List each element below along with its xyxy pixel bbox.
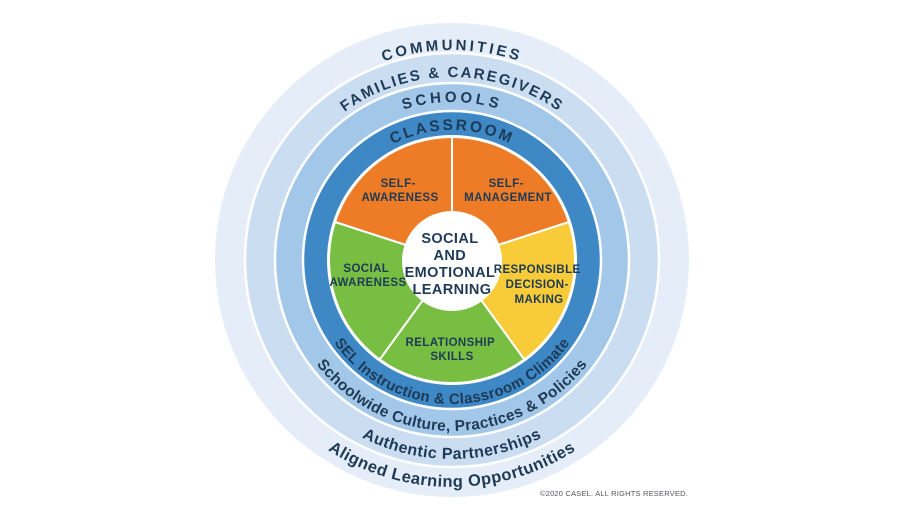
wedge-label-relationship-skills: RELATIONSHIP SKILLS: [406, 337, 499, 363]
center-circle: [402, 211, 502, 311]
copyright-text: ©2020 CASEL. ALL RIGHTS RESERVED.: [540, 489, 688, 498]
wedge-relationship-skills: [378, 258, 526, 384]
center-label-sel: SOCIAL AND EMOTIONAL LEARNING: [405, 231, 500, 298]
wedge-label-self-awareness: SELF- AWARENESS: [361, 178, 438, 204]
wedge-label-self-management: SELF- MANAGEMENT: [464, 178, 552, 204]
wedge-label-social-awareness: SOCIAL AWARENESS: [329, 263, 406, 289]
wedge-label-responsible-decision-making: RESPONSIBLE DECISION- MAKING: [494, 264, 584, 306]
